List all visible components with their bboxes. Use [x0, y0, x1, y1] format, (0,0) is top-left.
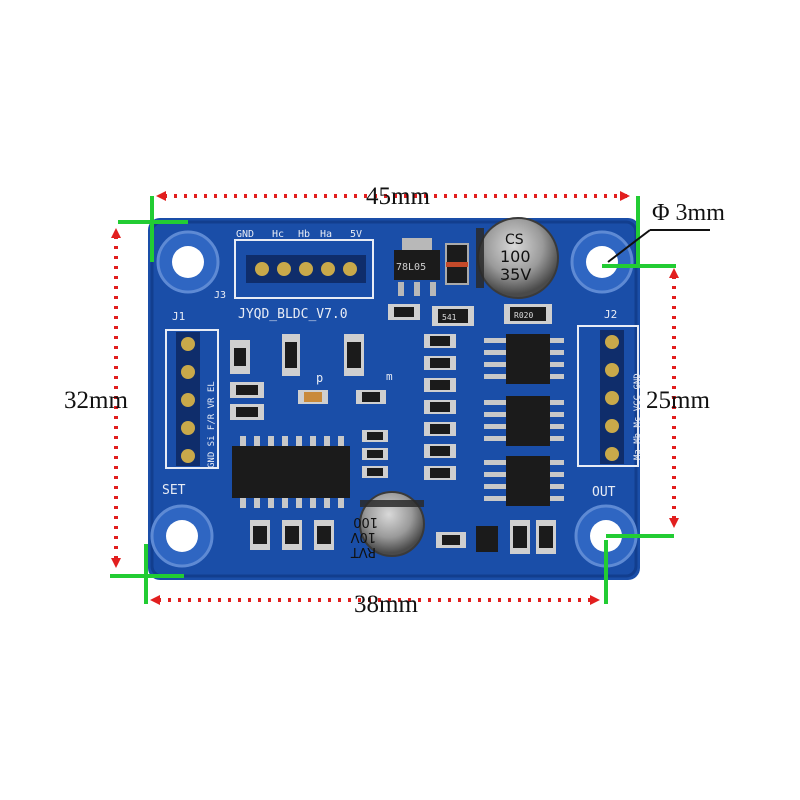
capacitor-large-value: 100	[500, 247, 531, 266]
dim-label-top-width: 45mm	[366, 183, 430, 210]
green-markers	[110, 196, 676, 604]
resistor-r020-label: R020	[514, 311, 533, 320]
j3-label: J3	[214, 290, 226, 301]
mosfet-chip-2	[484, 396, 564, 446]
j3-pin-label-hb: Hb	[298, 229, 310, 240]
j1-label: J1	[172, 310, 185, 323]
j1-pin-labels: GND Si F/R VR EL	[207, 381, 217, 468]
smd-components-bottom	[250, 520, 556, 554]
j3-header	[234, 239, 374, 299]
resistor-541-label: 541	[442, 313, 457, 322]
mounting-hole-bottom-left	[150, 504, 214, 568]
mosfet-chip-1	[484, 334, 564, 384]
mounting-hole-top-right	[570, 230, 634, 294]
hole-diameter-leader	[607, 229, 710, 263]
dim-label-bottom-width: 38mm	[354, 591, 418, 618]
regulator-78l05	[394, 238, 440, 296]
capacitor-small-voltage: 10V	[350, 529, 376, 544]
j3-pin-label-gnd: GND	[236, 229, 254, 240]
dim-label-right-height: 25mm	[646, 387, 710, 414]
j2-label: J2	[604, 308, 617, 321]
j3-pin-label-hc: Hc	[272, 229, 284, 240]
m-label: m	[386, 370, 393, 383]
capacitor-large-voltage: 35V	[500, 265, 531, 284]
smd-resistor-column-bodies	[367, 336, 450, 478]
j3-pin-label-5v: 5V	[350, 229, 362, 240]
dim-label-hole-diameter: Φ 3mm	[652, 200, 725, 226]
smd-resistor-541	[432, 306, 474, 326]
j2-pin-labels: Ma Mb Mc VCC GND	[633, 373, 643, 460]
capacitor-small	[359, 491, 425, 557]
capacitor-large-brand: CS	[505, 232, 524, 248]
smd-components-left	[230, 304, 420, 420]
j2-header	[577, 325, 639, 467]
regulator-label: 78L05	[396, 262, 426, 273]
dimension-arrows	[111, 191, 679, 605]
dim-label-left-height: 32mm	[64, 387, 128, 414]
capacitor-small-value: 100	[353, 514, 378, 529]
out-label: OUT	[592, 485, 616, 500]
j1-header	[165, 329, 219, 469]
mounting-hole-top-left	[156, 230, 220, 294]
mosfet-chip-3	[484, 456, 564, 506]
j3-pin-label-ha: Ha	[320, 229, 332, 240]
capacitor-large	[476, 217, 559, 299]
capacitor-small-series: RVT	[351, 544, 376, 559]
set-label: SET	[162, 483, 186, 498]
p-label: p	[316, 371, 323, 385]
pcb-board-edge	[150, 220, 638, 578]
board-name-label: JYQD_BLDC_V7.0	[238, 307, 348, 322]
diode	[445, 243, 469, 285]
smd-resistor-r020	[504, 304, 552, 324]
ic-controller-16pin	[232, 436, 350, 508]
